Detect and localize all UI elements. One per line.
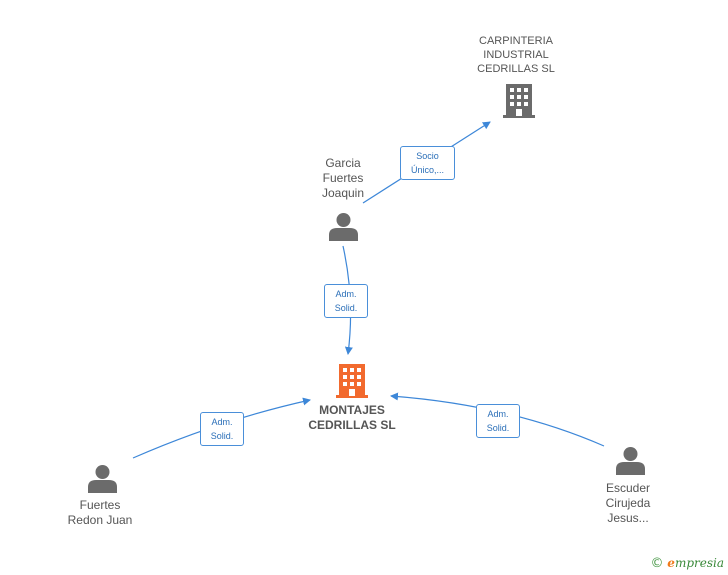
- person-icon[interactable]: [616, 446, 645, 475]
- person-icon[interactable]: [329, 212, 358, 241]
- empresia-logo: © empresia: [650, 556, 724, 571]
- copyright-icon: ©: [650, 556, 664, 571]
- node-label-escuder[interactable]: Escuder Cirujeda Jesus...: [605, 481, 651, 525]
- building-icon[interactable]: [336, 364, 368, 398]
- edge-label-adm-solid-fuertes[interactable]: Adm. Solid.: [200, 412, 244, 446]
- edge-label-adm-solid-escuder[interactable]: Adm. Solid.: [476, 404, 520, 438]
- node-label-carpinteria[interactable]: CARPINTERIA INDUSTRIAL CEDRILLAS SL: [477, 35, 555, 75]
- person-icon[interactable]: [88, 464, 117, 493]
- node-label-garcia[interactable]: Garcia Fuertes Joaquin: [321, 156, 365, 200]
- edge-label-adm-solid-garcia[interactable]: Adm. Solid.: [324, 284, 368, 318]
- edge-label-socio-unico[interactable]: Socio Único,...: [400, 146, 455, 180]
- logo-initial: e: [667, 556, 675, 570]
- logo-text: mpresia: [674, 556, 724, 570]
- building-icon[interactable]: [503, 84, 535, 118]
- node-label-montajes[interactable]: MONTAJES CEDRILLAS SL: [308, 403, 396, 432]
- node-label-fuertes[interactable]: Fuertes Redon Juan: [67, 498, 133, 527]
